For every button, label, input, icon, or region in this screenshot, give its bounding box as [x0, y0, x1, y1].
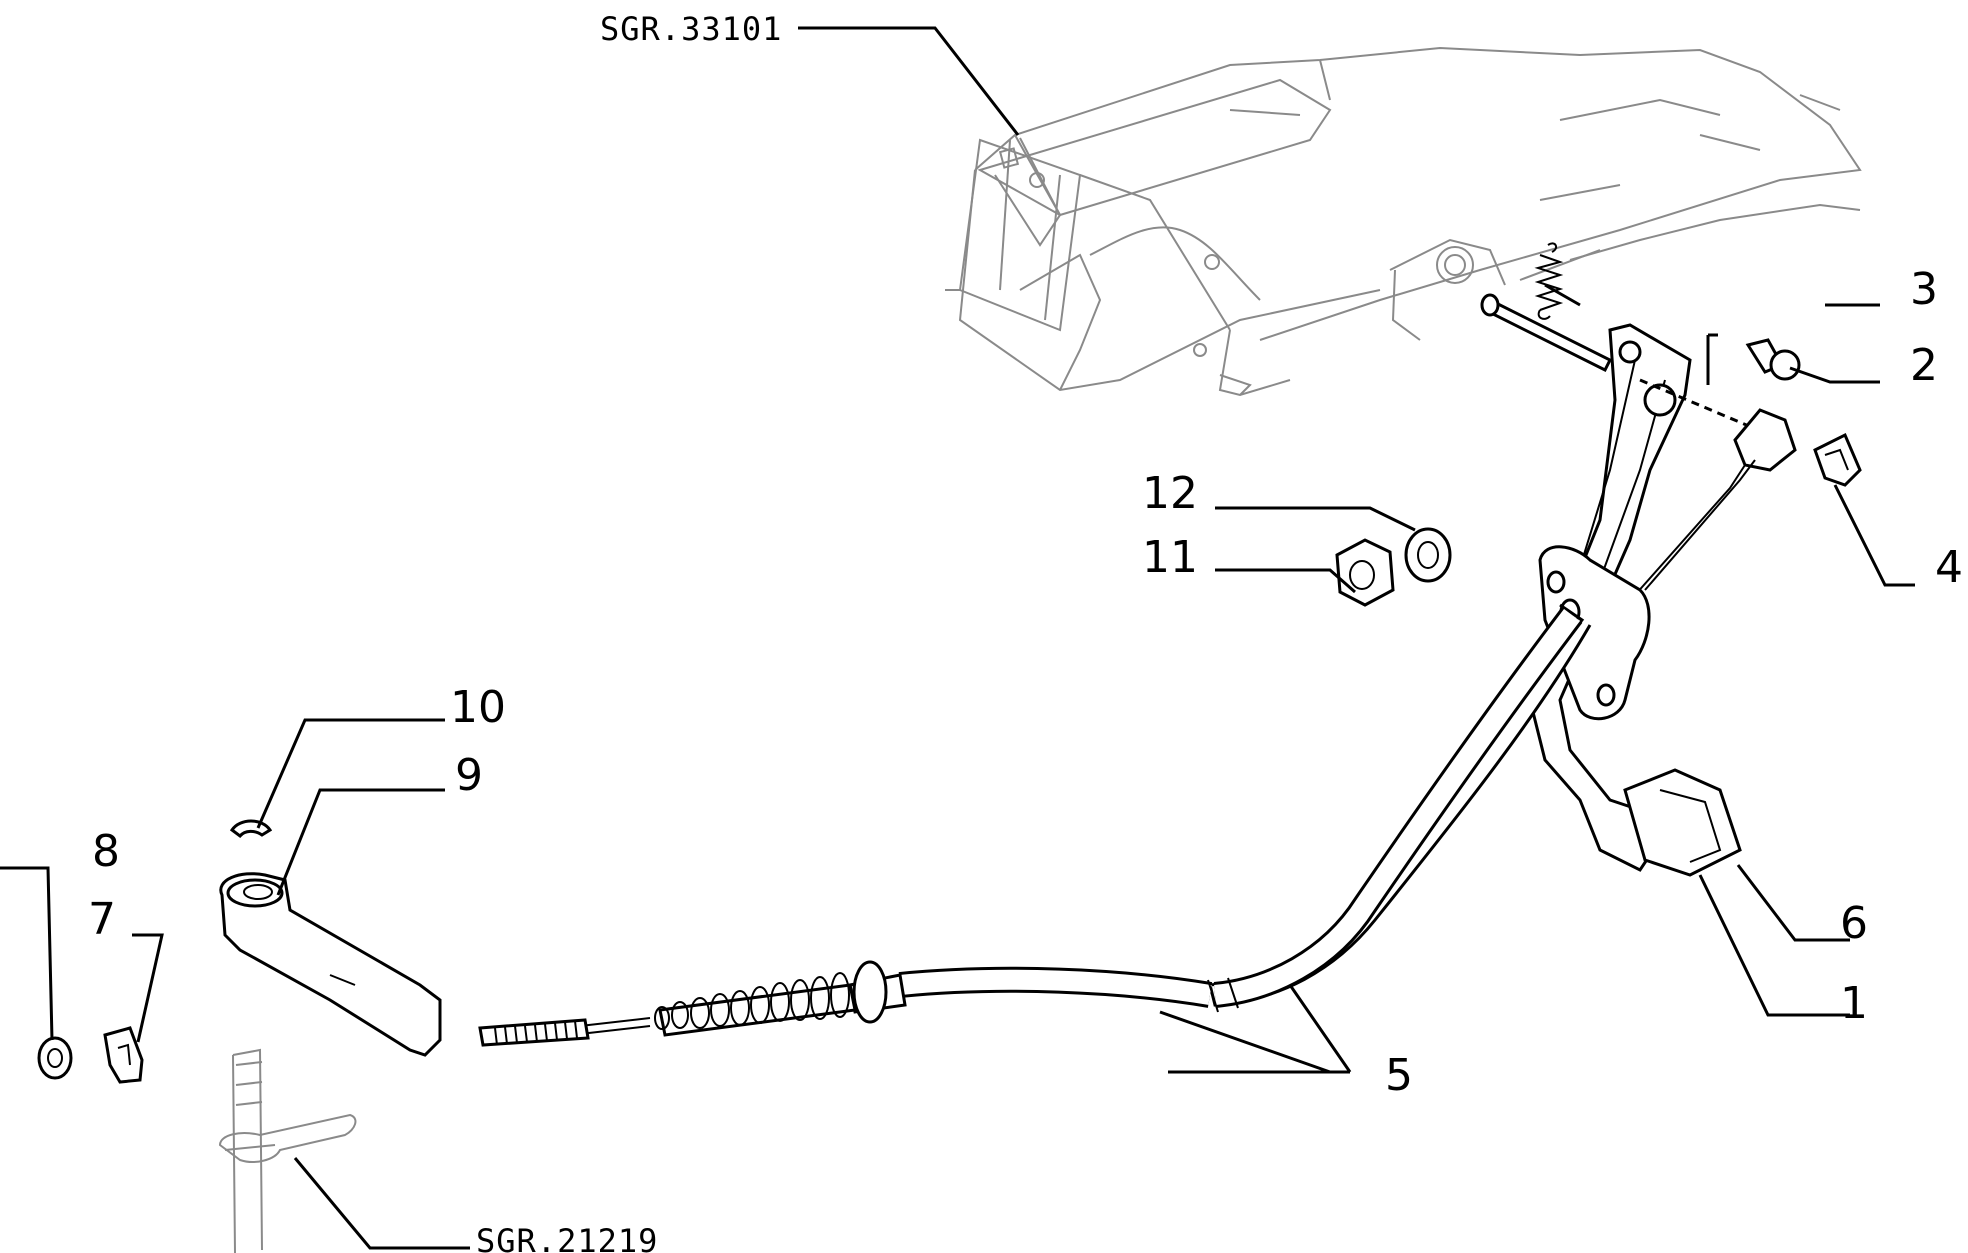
callout-1: 1 [1840, 978, 1868, 1029]
ref-label-bottom: SGR.21219 [476, 1222, 658, 1253]
callout-labels: SGR.33101 SGR.21219 1 2 3 4 5 6 7 8 9 10… [88, 10, 1963, 1253]
return-spring [1534, 242, 1564, 320]
callout-10: 10 [450, 682, 506, 733]
pivot-rod [1480, 293, 1613, 373]
callout-5: 5 [1385, 1050, 1413, 1101]
clutch-cable [478, 603, 1592, 1047]
callout-7: 7 [88, 894, 116, 945]
release-lever [219, 872, 442, 1057]
callout-2: 2 [1910, 340, 1938, 391]
circlip [229, 819, 273, 839]
callout-9: 9 [455, 750, 483, 801]
callout-8: 8 [92, 826, 120, 877]
cable-end-fitting [1634, 408, 1797, 596]
retaining-clip [1813, 432, 1862, 487]
body-structure [945, 46, 1862, 397]
callout-12: 12 [1142, 468, 1198, 519]
release-fork-shaft [218, 1048, 357, 1253]
callout-3: 3 [1910, 264, 1938, 315]
callout-6: 6 [1840, 898, 1868, 949]
washer [1404, 527, 1452, 583]
leader-lines [0, 26, 1915, 1250]
callout-4: 4 [1935, 542, 1963, 593]
spring-clip [103, 1026, 144, 1084]
ref-label-top: SGR.33101 [600, 10, 782, 48]
hex-nut [1335, 538, 1395, 607]
callout-11: 11 [1142, 532, 1198, 583]
small-nut [37, 1036, 73, 1080]
